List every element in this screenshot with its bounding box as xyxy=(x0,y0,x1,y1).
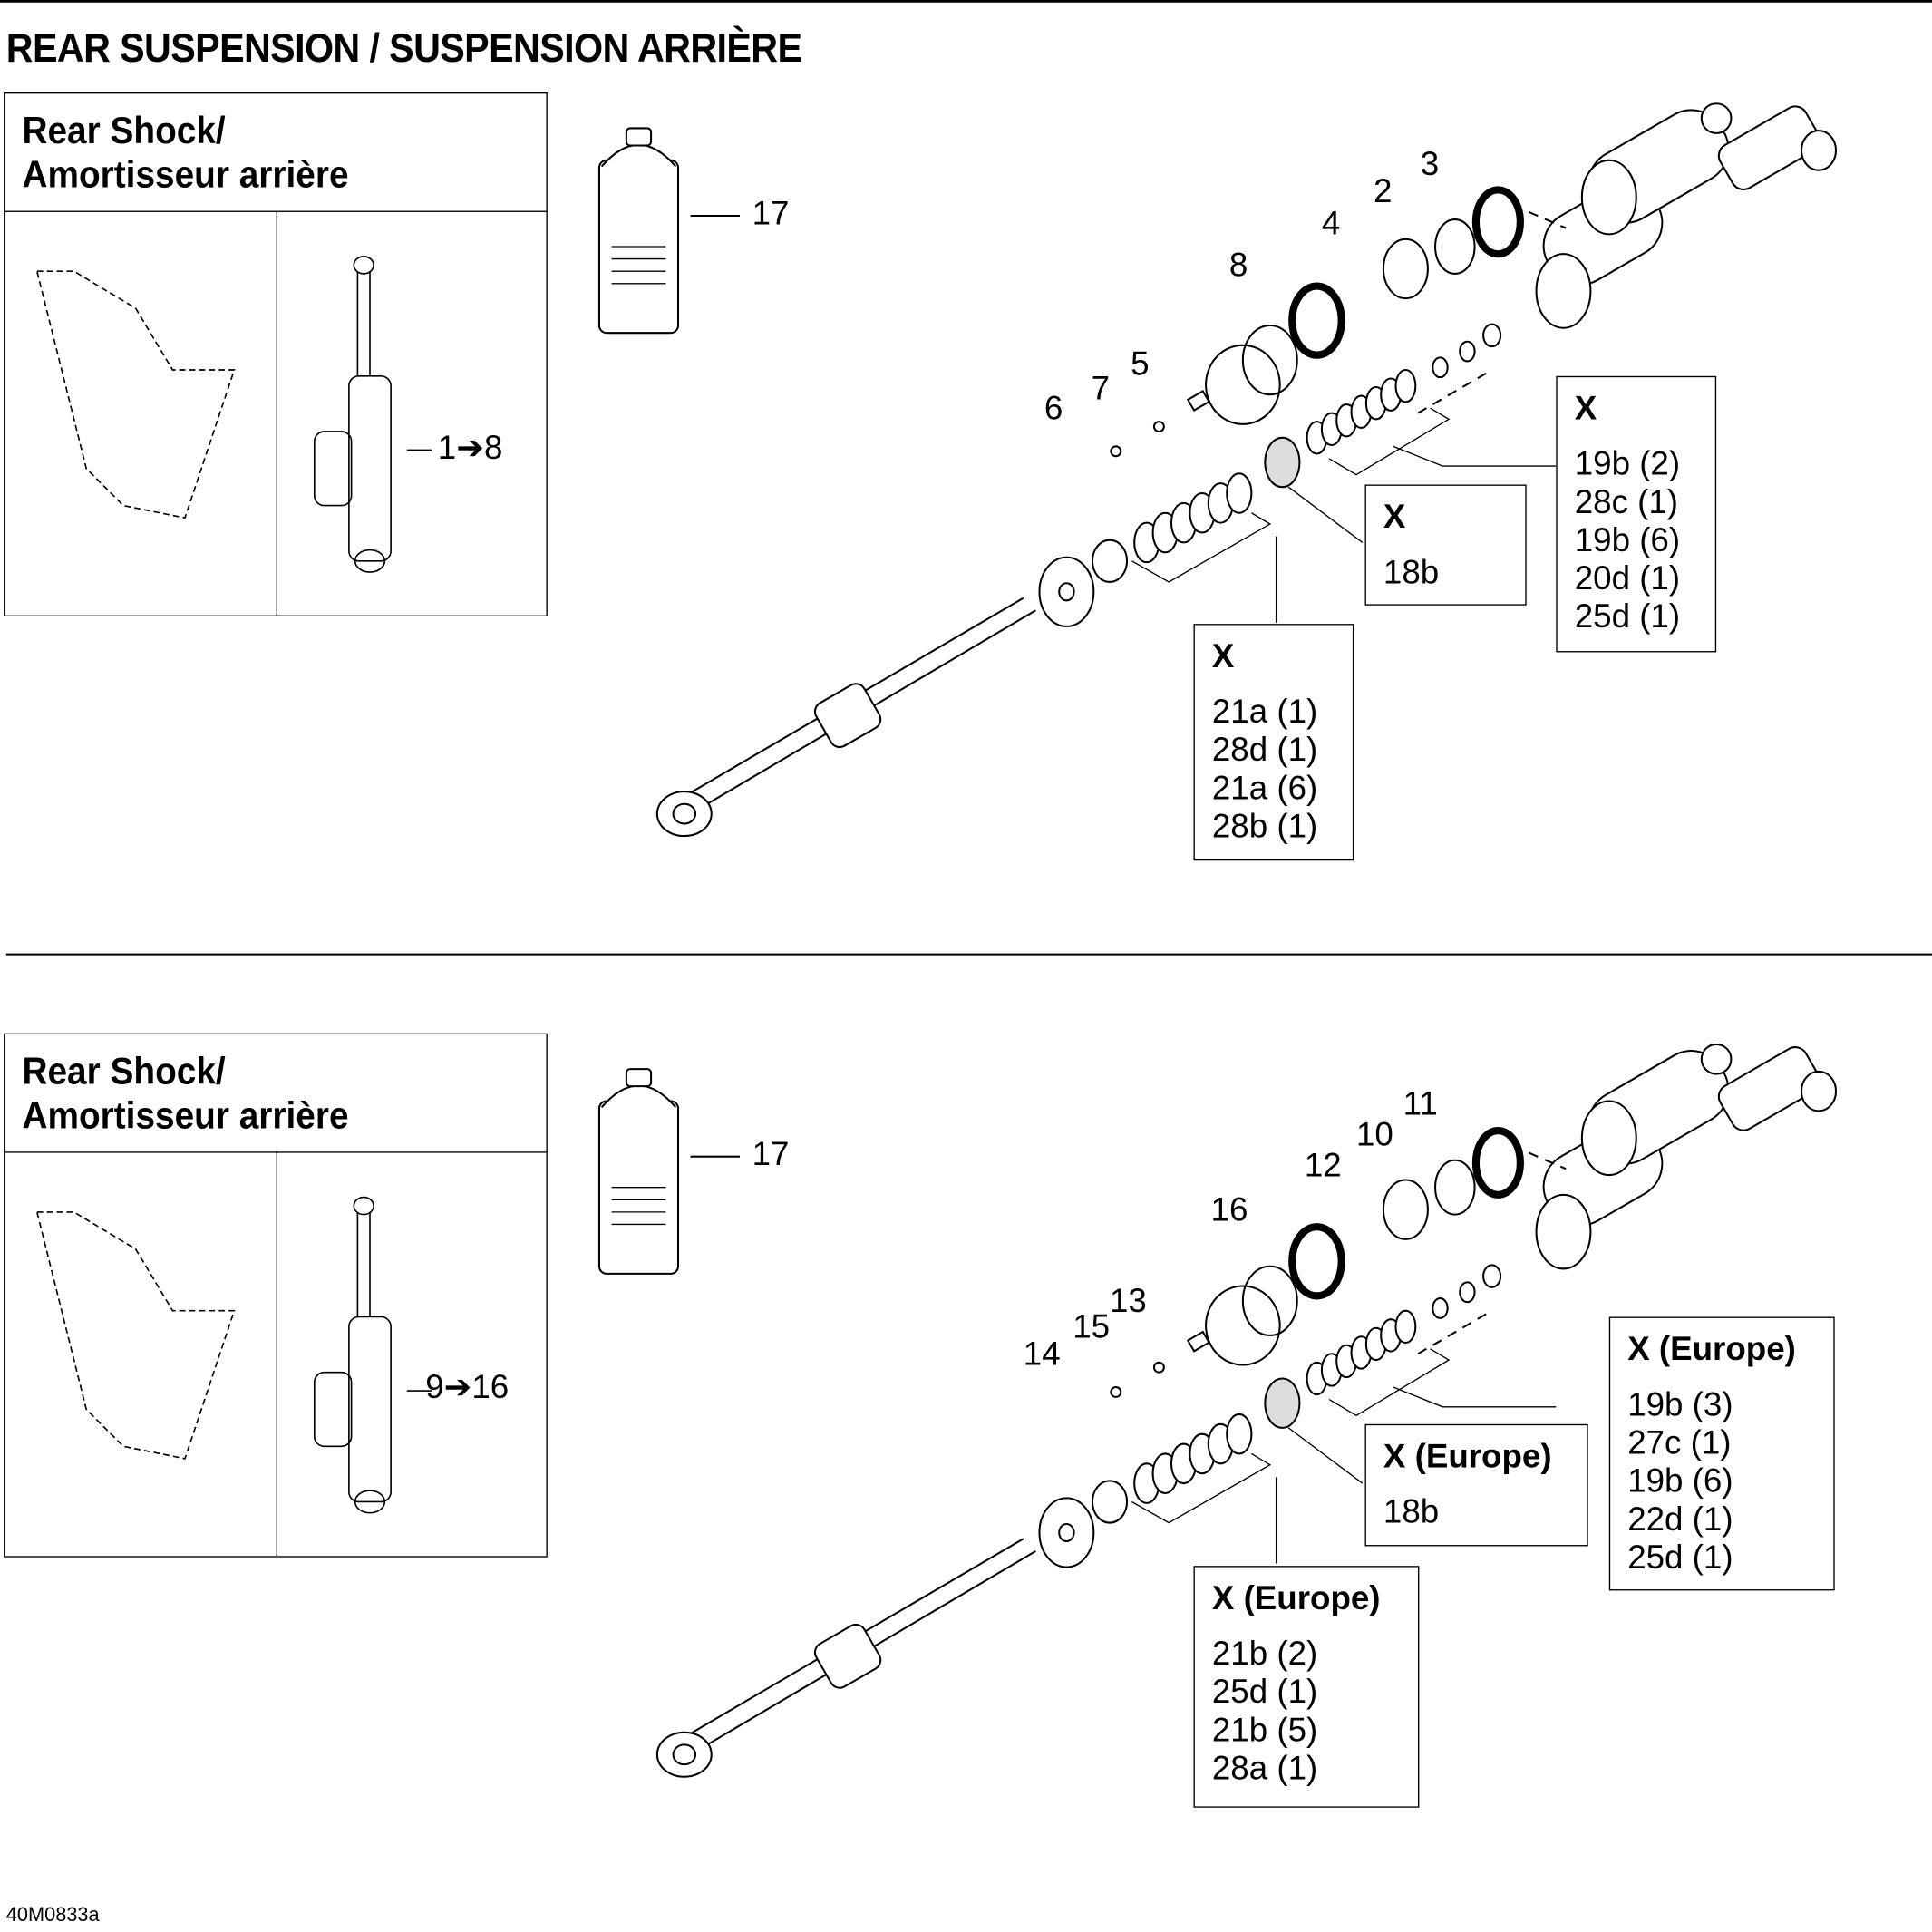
kit-item: 28c (1) xyxy=(1574,483,1679,520)
callout: 2 xyxy=(1374,172,1393,210)
kit-item: 22d (1) xyxy=(1627,1500,1733,1538)
kit-item: 27c (1) xyxy=(1627,1423,1732,1461)
page-title: REAR SUSPENSION / SUSPENSION ARRIÈRE xyxy=(5,24,802,71)
kit-heading: X xyxy=(1383,498,1406,536)
callout: 17 xyxy=(752,1135,790,1173)
range-label: 9➔16 xyxy=(425,1368,510,1406)
callout: 17 xyxy=(752,194,790,232)
kit-item: 21a (6) xyxy=(1211,769,1318,807)
kit-heading: X xyxy=(1211,637,1235,675)
kit-item: 21b (5) xyxy=(1211,1711,1318,1749)
kit-box: X (Europe) 19b (3) 27c (1) 19b (6) 22d (… xyxy=(1608,1316,1835,1591)
kit-item: 19b (6) xyxy=(1574,521,1681,559)
kit-item: 25d (1) xyxy=(1627,1539,1733,1577)
figure-code: 40M0833a xyxy=(5,1905,100,1927)
kit-box: X (Europe) 21b (2) 25d (1) 21b (5) 28a (… xyxy=(1193,1566,1420,1808)
kit-heading: X (Europe) xyxy=(1627,1330,1796,1368)
panel-title-line2: Amortisseur arrière xyxy=(22,1093,349,1137)
locator-panel-bottom: Rear Shock/Amortisseur arrière xyxy=(4,1033,548,1558)
callout: 16 xyxy=(1210,1190,1248,1228)
callout: 3 xyxy=(1420,145,1440,183)
kit-heading: X xyxy=(1574,389,1597,427)
kit-item: 18b xyxy=(1383,1492,1440,1530)
callout: 13 xyxy=(1110,1282,1147,1320)
kit-item: 19b (3) xyxy=(1627,1385,1733,1423)
kit-item: 19b (2) xyxy=(1574,444,1681,482)
callout: 7 xyxy=(1091,370,1111,407)
kit-item: 21b (2) xyxy=(1211,1635,1318,1673)
panel-title-line1: Rear Shock/ xyxy=(22,1049,226,1092)
kit-item: 19b (6) xyxy=(1627,1461,1733,1500)
panel-title-line2: Amortisseur arrière xyxy=(22,152,349,197)
callout: 8 xyxy=(1228,247,1248,284)
kit-box: X 18b xyxy=(1364,484,1527,606)
kit-item: 18b xyxy=(1383,553,1440,591)
kit-heading: X (Europe) xyxy=(1383,1437,1552,1475)
callout: 15 xyxy=(1073,1307,1111,1345)
range-label: 1➔8 xyxy=(437,429,503,467)
callout: 14 xyxy=(1023,1335,1061,1373)
kit-item: 21a (1) xyxy=(1211,693,1318,731)
kit-item: 20d (1) xyxy=(1574,559,1681,597)
kit-box: X 19b (2) 28c (1) 19b (6) 20d (1) 25d (1… xyxy=(1556,375,1717,653)
callout: 11 xyxy=(1403,1084,1438,1122)
kit-box: X (Europe) 18b xyxy=(1364,1423,1588,1547)
kit-item: 25d (1) xyxy=(1211,1673,1318,1711)
kit-item: 28b (1) xyxy=(1211,807,1318,845)
callout: 6 xyxy=(1044,389,1063,427)
kit-heading: X (Europe) xyxy=(1211,1579,1381,1616)
panel-title-line1: Rear Shock/ xyxy=(22,108,226,152)
kit-item: 28d (1) xyxy=(1211,731,1318,769)
kit-box: X 21a (1) 28d (1) 21a (6) 28b (1) xyxy=(1193,624,1354,861)
callout: 5 xyxy=(1131,345,1150,383)
kit-item: 28a (1) xyxy=(1211,1749,1318,1787)
callout: 12 xyxy=(1304,1146,1342,1184)
kit-item: 25d (1) xyxy=(1574,597,1681,636)
callout: 4 xyxy=(1321,204,1341,242)
callout: 10 xyxy=(1356,1115,1393,1153)
locator-panel-top: Rear Shock/Amortisseur arrière xyxy=(4,92,548,616)
